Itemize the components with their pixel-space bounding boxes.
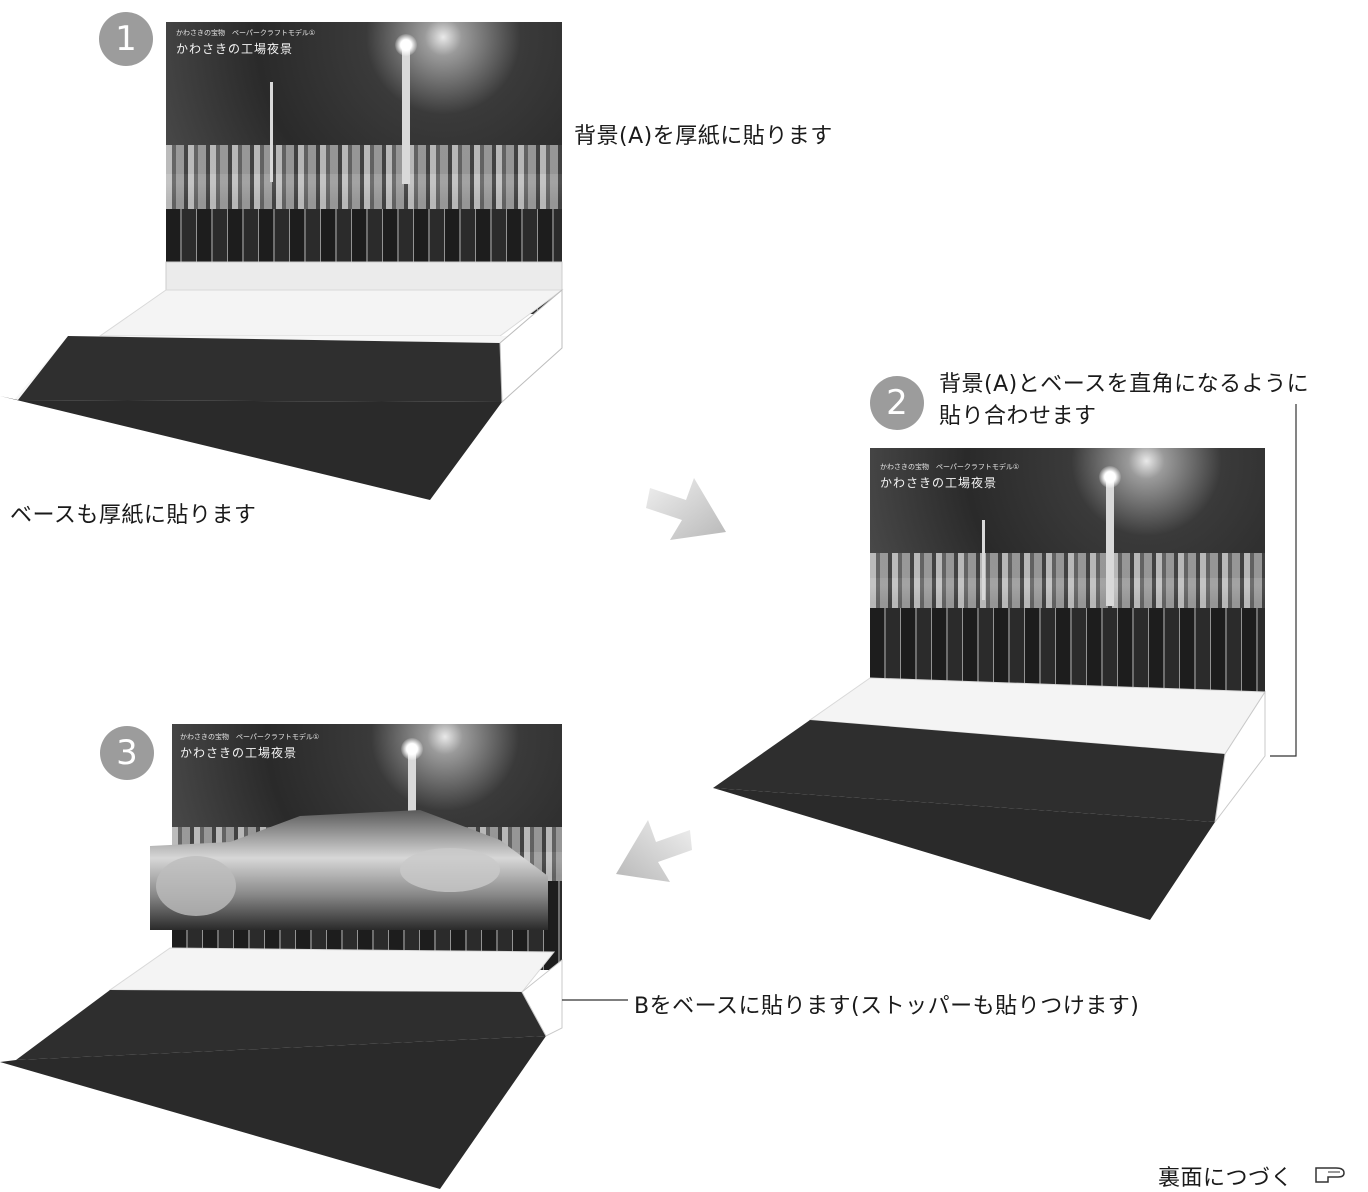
caption-step1-base: ベースも厚紙に貼ります — [10, 503, 257, 528]
arrow-down-left-icon — [616, 820, 692, 882]
caption-step1-background: 背景(A)を厚紙に貼ります — [574, 124, 833, 149]
caption-step2-line2: 貼り合わせます — [939, 404, 1097, 429]
caption-step2-line1: 背景(A)とベースを直角になるように — [939, 372, 1310, 397]
photo-title-step2: かわさきの工場夜景 — [880, 476, 998, 490]
continue-text: 裏面につづく — [1158, 1166, 1294, 1191]
step-number-badge-3: 3 — [100, 726, 154, 780]
step-number-badge-1: 1 — [99, 12, 153, 66]
photo-title-step3: かわさきの工場夜景 — [180, 746, 298, 760]
photo-title: かわさきの工場夜景 — [176, 42, 294, 56]
caption-step3: Bをベースに貼ります(ストッパーも貼りつけます) — [634, 994, 1140, 1019]
photo-subtitle-step3: かわさきの宝物 ペーパークラフトモデル① — [180, 733, 320, 741]
step-number-badge-2: 2 — [870, 376, 924, 430]
pointing-hand-icon — [1315, 1167, 1345, 1183]
arrow-down-right-icon — [646, 478, 726, 540]
photo-subtitle: かわさきの宝物 ペーパークラフトモデル① — [176, 29, 316, 37]
photo-subtitle-step2: かわさきの宝物 ペーパークラフトモデル① — [880, 463, 1020, 471]
